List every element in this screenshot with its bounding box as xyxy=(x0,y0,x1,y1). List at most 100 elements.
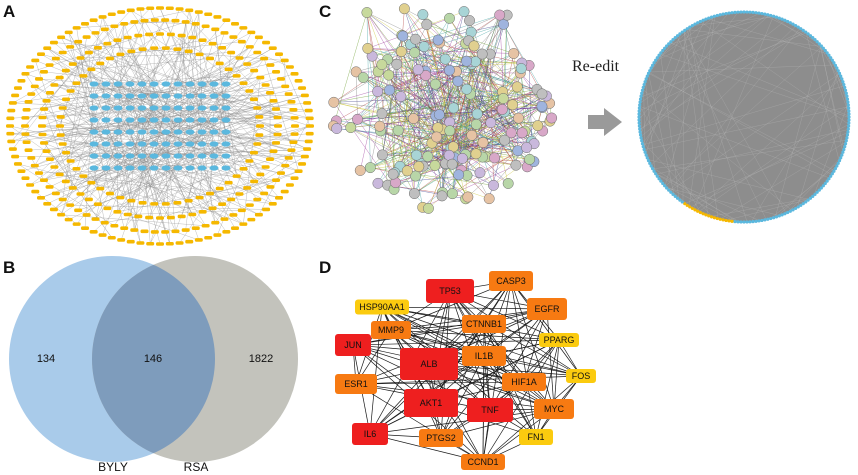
target-node xyxy=(58,197,67,202)
network-edge xyxy=(177,100,274,133)
network-edge xyxy=(199,54,278,118)
gene-node-box xyxy=(539,333,579,347)
circle-node xyxy=(665,44,669,48)
network-edge xyxy=(80,52,232,59)
circle-node xyxy=(844,91,848,95)
target-node xyxy=(57,35,66,40)
target-node xyxy=(266,90,275,95)
compound-node xyxy=(125,81,135,87)
network-edge xyxy=(159,170,299,219)
target-node xyxy=(35,171,44,175)
target-node xyxy=(227,50,236,55)
string-edge xyxy=(482,106,543,143)
protein-node xyxy=(331,123,343,134)
network-edge xyxy=(41,117,278,127)
target-node xyxy=(220,31,229,35)
target-node xyxy=(211,27,220,32)
circle-node xyxy=(794,23,798,28)
circle-edges xyxy=(638,12,850,223)
target-node xyxy=(138,47,147,51)
target-node xyxy=(235,56,244,60)
target-node xyxy=(72,26,81,30)
network-edge xyxy=(62,107,139,217)
protein-node xyxy=(418,41,430,53)
target-node xyxy=(156,216,164,220)
circle-node xyxy=(643,150,647,154)
compound-node xyxy=(125,93,135,99)
target-node xyxy=(106,56,114,61)
network-edge xyxy=(153,125,261,145)
target-node xyxy=(150,202,159,206)
target-node xyxy=(110,24,119,29)
protein-node xyxy=(516,127,528,139)
circle-node xyxy=(652,61,656,65)
network-edge xyxy=(10,133,191,157)
circle-node xyxy=(685,203,689,207)
protein-node xyxy=(374,120,386,132)
target-node xyxy=(280,58,289,63)
circle-node xyxy=(696,209,700,213)
circle-node xyxy=(685,27,689,31)
target-node xyxy=(43,46,52,50)
target-node xyxy=(117,238,126,242)
circle-edge xyxy=(651,166,737,222)
circle-node xyxy=(637,109,641,113)
network-edge xyxy=(129,95,155,204)
network-edge xyxy=(11,26,115,142)
string-edge xyxy=(462,158,516,166)
circle-node xyxy=(701,18,705,22)
protein-node xyxy=(466,129,478,141)
circle-node xyxy=(678,32,682,36)
network-edge xyxy=(95,83,131,220)
compound-node xyxy=(185,105,195,111)
target-node xyxy=(150,18,159,22)
protein-node xyxy=(401,165,413,177)
target-node xyxy=(249,97,258,102)
compound-node xyxy=(101,129,111,135)
circle-edge xyxy=(650,25,797,166)
compound-node xyxy=(221,165,231,171)
gene-node-il6: IL6 xyxy=(352,423,388,445)
target-node xyxy=(266,185,275,189)
network-edge xyxy=(47,119,227,204)
target-node xyxy=(232,74,241,78)
protein-node xyxy=(546,112,558,124)
network-edge xyxy=(215,29,220,64)
target-node xyxy=(249,150,258,155)
circle-node xyxy=(788,209,792,213)
network-edge xyxy=(149,34,278,118)
target-node xyxy=(79,74,88,78)
circle-node xyxy=(712,216,717,220)
network-edge xyxy=(117,107,176,232)
circle-edge xyxy=(639,105,701,213)
compound-node xyxy=(149,81,159,87)
target-node xyxy=(117,10,126,14)
gene-label: MYC xyxy=(544,404,565,414)
protein-node xyxy=(511,81,523,93)
network-edge xyxy=(165,167,193,215)
circle-node xyxy=(815,190,819,194)
network-edge xyxy=(129,160,250,169)
target-node xyxy=(66,159,75,163)
circle-node xyxy=(657,177,661,181)
gene-interaction-edge xyxy=(369,308,548,435)
protein-node xyxy=(502,178,514,189)
network-edge xyxy=(131,119,179,201)
gene-interaction-edge xyxy=(510,280,537,438)
compound-node xyxy=(197,153,207,159)
target-node xyxy=(300,154,309,159)
network-edge xyxy=(199,167,203,198)
gene-node-box xyxy=(534,399,574,419)
compound-node xyxy=(221,105,231,111)
compound-node xyxy=(173,93,183,99)
protein-node xyxy=(510,159,522,171)
compound-node xyxy=(125,117,135,123)
circle-node xyxy=(667,42,671,46)
circle-edge xyxy=(683,30,787,214)
circle-node xyxy=(701,212,705,216)
target-node xyxy=(146,6,155,11)
compound-node xyxy=(185,129,195,135)
circle-node xyxy=(821,46,825,50)
circle-node xyxy=(683,28,687,32)
target-node xyxy=(91,217,100,221)
